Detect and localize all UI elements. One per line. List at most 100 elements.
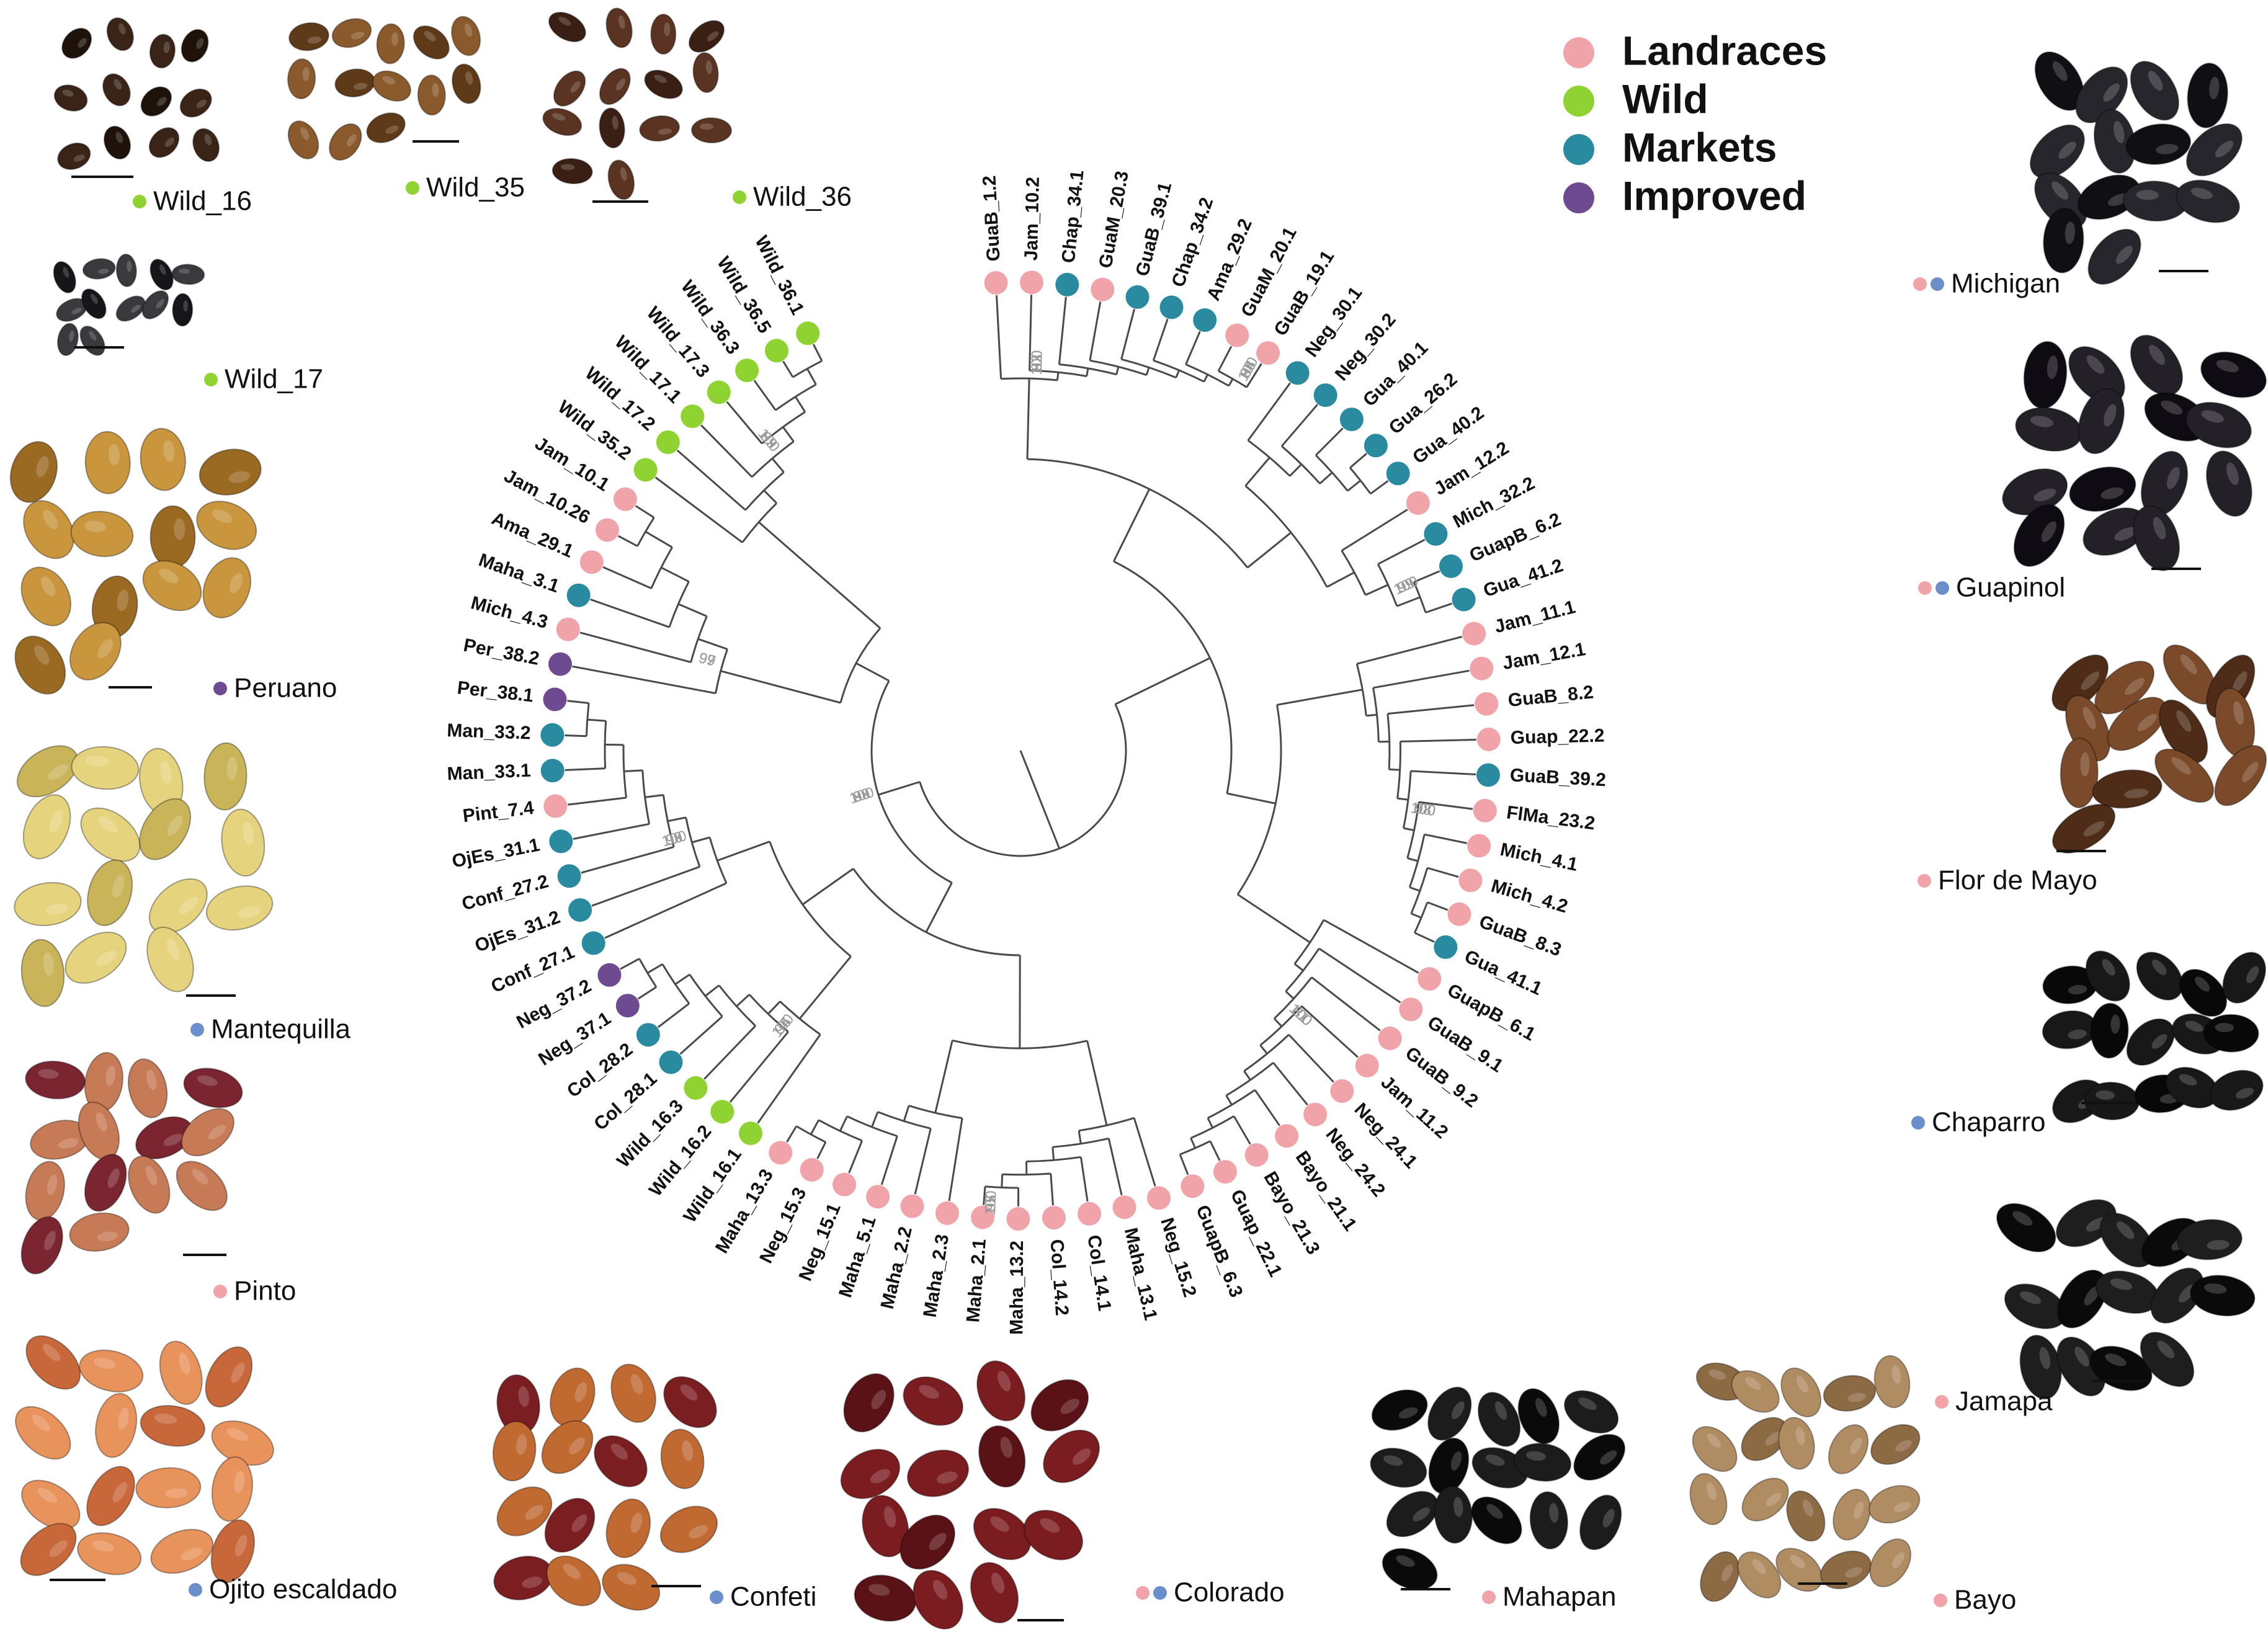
branch-line <box>620 958 640 970</box>
branch-line <box>637 986 657 1000</box>
seed-highlight <box>2101 487 2124 499</box>
seed-highlight <box>118 1407 129 1430</box>
seed <box>639 115 681 142</box>
branch-line <box>1403 827 1414 832</box>
branch-arc <box>1406 801 1420 858</box>
branch-line <box>848 1140 864 1174</box>
seed-highlight <box>36 456 49 478</box>
seed-highlight <box>228 471 250 483</box>
leaf-label: Conf_27.2 <box>460 871 551 914</box>
seed-highlight <box>1396 1555 1415 1567</box>
branch-line <box>1326 571 1355 588</box>
branch-line <box>983 1186 986 1205</box>
seed <box>20 566 72 626</box>
variety-label: Chaparro <box>1932 1107 2045 1138</box>
seed <box>970 1562 1019 1624</box>
seed-highlight <box>631 1374 643 1394</box>
seed-highlight <box>1060 1398 1079 1414</box>
seed-highlight <box>73 154 85 162</box>
seed <box>20 1216 63 1275</box>
seed-highlight <box>2083 707 2096 729</box>
seed-highlight <box>32 1414 50 1432</box>
leaf-marker <box>1020 270 1043 295</box>
seed-highlight <box>85 756 109 767</box>
branch-line <box>579 631 692 664</box>
branch-line <box>1226 792 1276 805</box>
branch-arc <box>748 994 789 1033</box>
leaf-label: GuaB_8.3 <box>1476 911 1564 960</box>
seed-highlight <box>465 71 473 85</box>
leaf-label: Maha_13.1 <box>1120 1226 1161 1322</box>
seed <box>2107 697 2167 751</box>
leaf-marker <box>566 583 591 607</box>
seed-panel: Colorado <box>840 1360 1285 1630</box>
seed-highlight <box>302 67 310 81</box>
seed-highlight <box>127 261 132 272</box>
seed-highlight <box>96 950 117 966</box>
seed-highlight <box>226 1428 248 1441</box>
leaf-marker <box>1476 728 1501 751</box>
bootstrap-value: 100 <box>1391 573 1421 599</box>
seed-highlight <box>2114 527 2136 541</box>
seed <box>140 1405 205 1447</box>
legend-swatch <box>1563 37 1594 68</box>
seed <box>106 17 134 51</box>
variety-label: Mantequilla <box>211 1014 351 1045</box>
leaf-marker <box>548 652 572 676</box>
seed <box>77 1532 142 1576</box>
seed-panel: Mantequilla <box>14 742 351 1045</box>
seed <box>1737 1551 1782 1599</box>
branch-line <box>996 295 1002 379</box>
seed-highlight <box>192 1169 208 1185</box>
branch-line <box>654 476 743 543</box>
branch-line <box>1318 947 1401 1004</box>
seed <box>413 25 450 60</box>
seed-highlight <box>300 127 310 140</box>
seed <box>2060 738 2099 808</box>
branch-line <box>1233 1115 1251 1145</box>
seed <box>79 1349 144 1393</box>
seed-highlight <box>44 1231 56 1251</box>
branch-line <box>605 743 624 746</box>
seed <box>23 500 75 560</box>
seed-highlight <box>1850 1437 1862 1455</box>
seed-highlight <box>991 1572 1005 1594</box>
branch-line <box>1341 509 1408 551</box>
seed-highlight <box>569 1437 586 1455</box>
leaf-marker <box>866 1185 890 1209</box>
seed <box>854 1574 917 1622</box>
seed-highlight <box>1485 1454 1505 1466</box>
seed <box>203 742 248 811</box>
branch-line <box>645 530 673 548</box>
branch-arc <box>641 770 651 824</box>
leaf-marker <box>1181 1174 1205 1198</box>
seed <box>976 1360 1026 1422</box>
seed <box>2087 228 2141 285</box>
seed <box>22 794 71 860</box>
seed-highlight <box>94 1357 116 1369</box>
seed-highlight <box>2246 966 2259 984</box>
branch-arc <box>1121 358 1177 379</box>
branch-line <box>568 796 627 806</box>
branch-line <box>914 1128 932 1195</box>
leaf-label: Mich_4.2 <box>1489 876 1570 917</box>
seed <box>1434 1485 1473 1544</box>
seed-highlight <box>1602 1509 1615 1528</box>
branch-arc <box>877 1111 931 1130</box>
seed-highlight <box>159 264 166 275</box>
seed-highlight <box>1708 1369 1726 1380</box>
seed <box>1873 1355 1911 1409</box>
leaf-marker <box>556 617 580 641</box>
variety-label: Wild_17 <box>225 364 323 395</box>
seed-highlight <box>2232 671 2248 693</box>
leaf-marker <box>540 723 565 747</box>
branch-line <box>704 984 720 997</box>
seed-highlight <box>699 123 714 130</box>
leaf-marker <box>543 687 567 711</box>
seed-highlight <box>350 32 365 40</box>
seed-highlight <box>2124 788 2149 799</box>
leaf-marker <box>1434 935 1458 959</box>
seed-highlight <box>680 1384 698 1401</box>
branch-arc <box>775 383 817 411</box>
leaf-label: Jam_10.2 <box>1021 177 1043 261</box>
